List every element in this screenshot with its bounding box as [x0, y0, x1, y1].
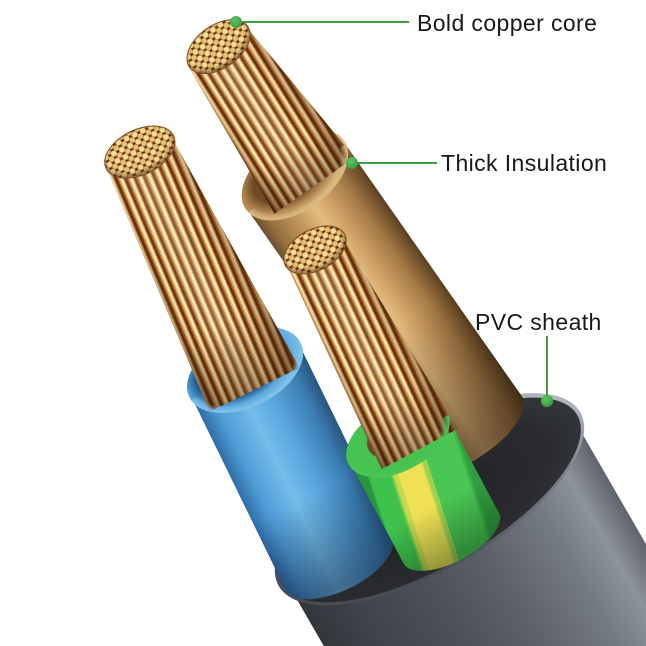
callout-label-insulation: Thick Insulation	[441, 150, 608, 176]
callout-line-copper-core	[243, 21, 409, 23]
callout-dot-sheath	[541, 395, 553, 407]
callout-label-copper-core: Bold copper core	[417, 10, 598, 36]
callout-dot-copper-core	[230, 16, 242, 28]
callout-line-sheath	[546, 336, 548, 396]
callout-label-sheath: PVC sheath	[475, 309, 602, 335]
callout-line-insulation	[357, 162, 437, 164]
callout-dot-insulation	[346, 157, 358, 169]
